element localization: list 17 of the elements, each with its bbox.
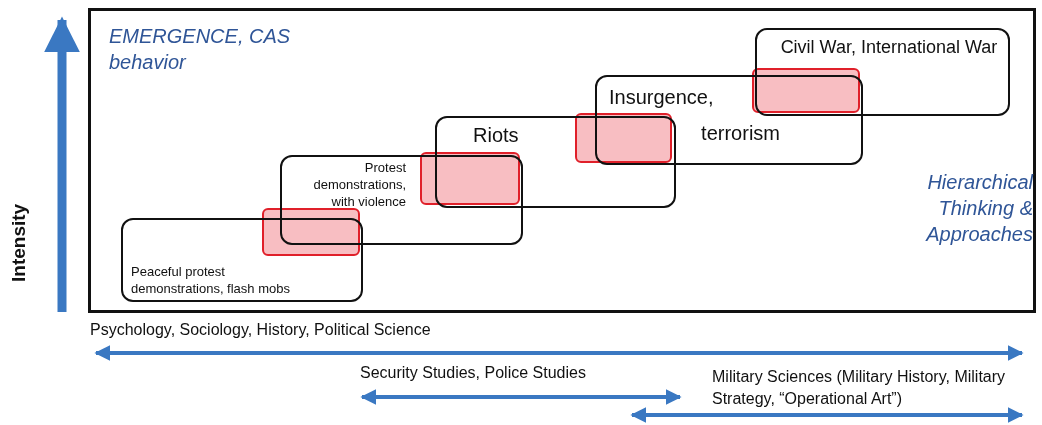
- frame-box: [88, 8, 1036, 313]
- stage-box: [121, 218, 363, 302]
- stage-label: Civil War, International War: [779, 36, 999, 59]
- stage-box: [595, 75, 863, 165]
- stage-box: [435, 116, 676, 208]
- stage-box: [280, 155, 523, 245]
- stage-label: Peaceful protest demonstrations, flash mobs: [131, 264, 291, 298]
- hierarchical-heading: Hierarchical Thinking & Approaches: [924, 170, 1033, 247]
- axis-label: Intensity: [8, 203, 30, 282]
- stage-label: Riots: [473, 123, 520, 148]
- stage-label: Insurgence, terrorism: [609, 85, 780, 146]
- range-label: Security Studies, Police Studies: [360, 364, 586, 382]
- stage-label: Protest demonstrations, with violence: [312, 160, 406, 211]
- range-label: Psychology, Sociology, History, Political Science: [90, 321, 431, 339]
- stage-box: [755, 28, 1010, 116]
- emergence-heading: EMERGENCE, CAS behavior: [109, 24, 292, 75]
- range-label: Military Sciences (Military History, Military Strategy, “Operational Art”): [712, 367, 1007, 410]
